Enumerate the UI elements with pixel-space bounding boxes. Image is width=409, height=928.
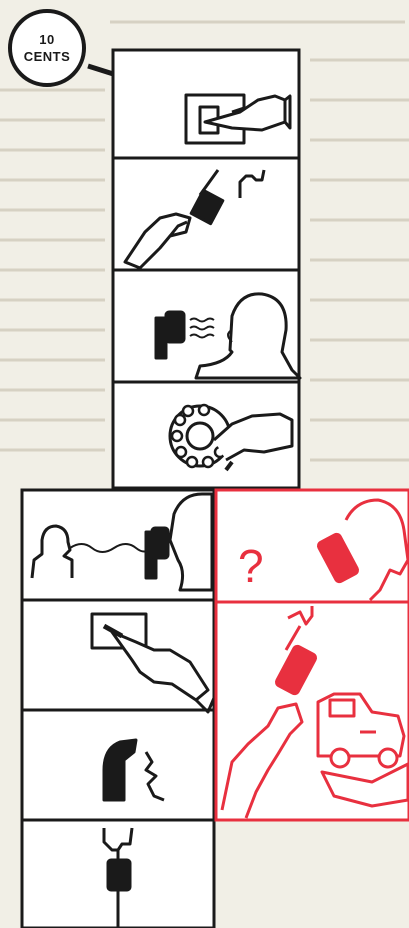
question-mark: ? xyxy=(238,540,264,592)
coin-badge-line1: 10 xyxy=(39,32,54,47)
coin-badge: 10 CENTS xyxy=(10,11,84,85)
coin-badge-line2: CENTS xyxy=(24,49,71,64)
